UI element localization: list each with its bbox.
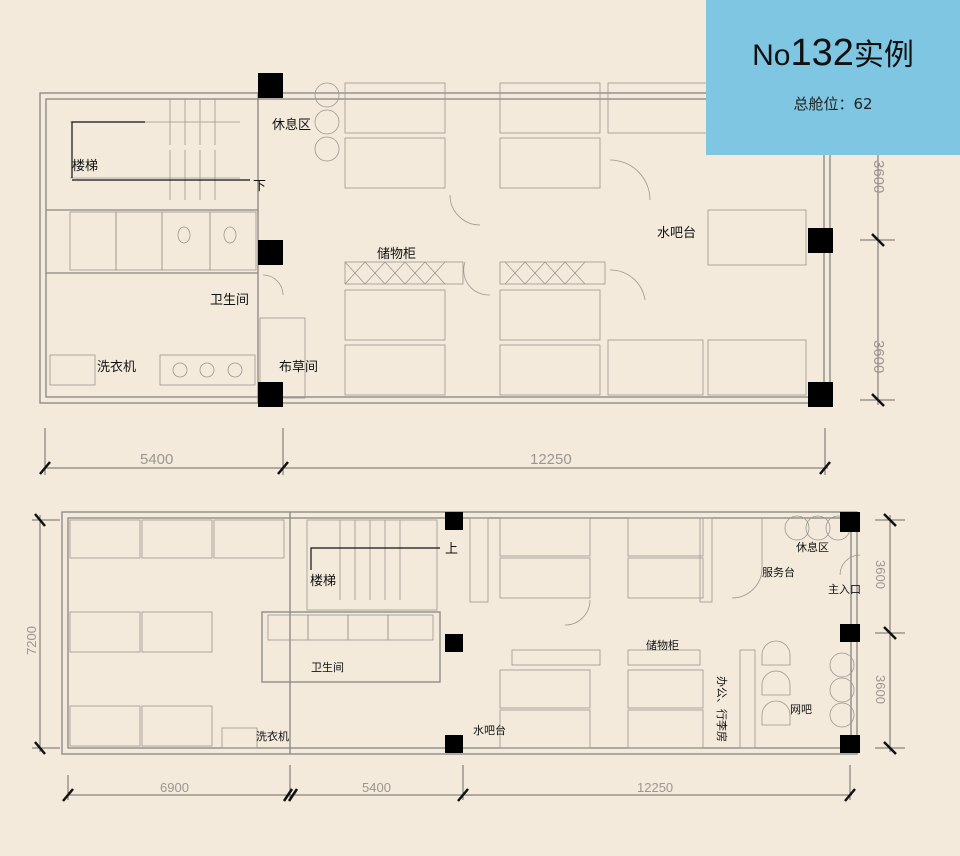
label-lounge-lower: 休息区 bbox=[796, 540, 829, 554]
lower-plan: 上 楼梯 卫生间 洗衣机 水吧台 储物柜 服务台 休息区 主入口 网吧 办公、行… bbox=[24, 511, 905, 802]
label-restroom-lower: 卫生间 bbox=[311, 660, 344, 674]
title-number: 132 bbox=[790, 32, 854, 74]
label-water-bar: 水吧台 bbox=[657, 226, 696, 241]
label-lockers: 储物柜 bbox=[377, 247, 416, 262]
dim-upper-v1: 3600 bbox=[870, 160, 887, 193]
dim-lower-b: 5400 bbox=[362, 780, 391, 795]
label-stairs: 楼梯 bbox=[72, 159, 98, 174]
label-stairs-lower: 楼梯 bbox=[310, 574, 336, 589]
dim-upper-left: 5400 bbox=[140, 451, 173, 468]
dim-lower-a: 6900 bbox=[160, 780, 189, 795]
capacity-text: 总舱位：62 bbox=[706, 93, 960, 114]
title-prefix: No bbox=[752, 39, 791, 72]
label-office: 办公、行李房 bbox=[715, 676, 729, 742]
label-lounge: 休息区 bbox=[272, 117, 311, 133]
label-main-entrance: 主入口 bbox=[828, 583, 861, 596]
label-service-desk: 服务台 bbox=[762, 565, 795, 579]
info-box: No132实例 总舱位：62 bbox=[706, 0, 960, 155]
label-up: 上 bbox=[445, 542, 458, 557]
label-laundry: 洗衣机 bbox=[97, 359, 136, 375]
label-down: 下 bbox=[253, 179, 266, 194]
label-internet: 网吧 bbox=[790, 703, 812, 716]
label-laundry-lower: 洗衣机 bbox=[256, 729, 289, 743]
dim-lower-v2: 3600 bbox=[873, 675, 888, 704]
dim-lower-height: 7200 bbox=[24, 626, 39, 655]
label-water-bar-lower: 水吧台 bbox=[473, 723, 506, 737]
example-title: No132实例 bbox=[706, 30, 960, 75]
dim-lower-v1: 3600 bbox=[873, 560, 888, 589]
dim-lower-c: 12250 bbox=[637, 780, 673, 795]
capacity-value: 62 bbox=[853, 95, 873, 113]
dim-upper-v2: 3600 bbox=[870, 340, 887, 373]
dim-upper-right: 12250 bbox=[530, 451, 572, 468]
capacity-label: 总舱位： bbox=[793, 95, 854, 113]
label-restroom: 卫生间 bbox=[210, 293, 249, 308]
label-lockers-lower: 储物柜 bbox=[646, 638, 679, 652]
label-linen: 布草间 bbox=[279, 360, 318, 375]
title-suffix: 实例 bbox=[853, 39, 914, 72]
